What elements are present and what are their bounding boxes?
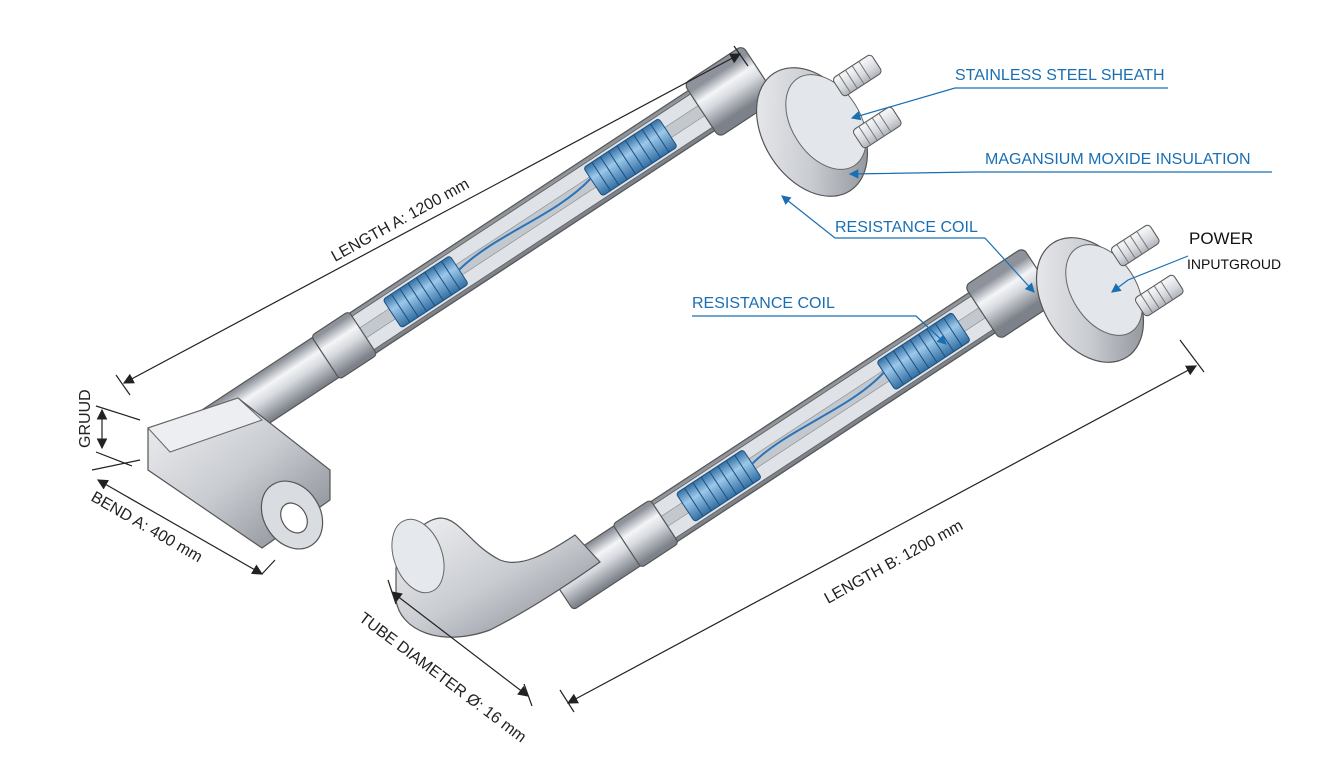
length-b-ext-right — [1179, 339, 1205, 373]
element-a-terminal-top — [833, 54, 882, 97]
length-a-ext-left — [115, 374, 131, 396]
element-a-tube — [187, 47, 776, 460]
label-power: POWER — [1189, 229, 1253, 248]
label-coil-lower: RESISTANCE COIL — [692, 295, 835, 312]
sheath-leader — [850, 87, 1168, 121]
tube-diameter-ext-right — [523, 683, 533, 707]
element-b-flange — [1035, 237, 1145, 363]
label-gruud: GRUUD — [77, 389, 94, 448]
element-b — [391, 224, 1184, 638]
coil-lower-leader — [692, 315, 947, 345]
callout-leaders — [692, 87, 1272, 345]
element-b-terminal-bottom — [1135, 274, 1184, 317]
element-b-terminal-top — [1111, 224, 1160, 267]
label-power-sub: INPUTGROUD — [1187, 256, 1281, 272]
gruud-ext-bottom — [95, 451, 133, 467]
gruud-ext-top — [95, 405, 141, 421]
element-a-bend — [147, 397, 331, 550]
coil-upper-leader-a — [781, 195, 985, 239]
insulation-leader — [848, 169, 1272, 179]
label-coil-upper: RESISTANCE COIL — [835, 219, 978, 236]
bend-a-ext-right — [261, 559, 276, 575]
tube-diameter-line — [391, 591, 529, 697]
length-b-line — [566, 365, 1198, 704]
length-a-line — [122, 53, 742, 384]
label-insulation: MAGANSIUM MOXIDE INSULATION — [985, 151, 1251, 168]
bend-a-line — [96, 479, 264, 575]
dimensions — [91, 45, 1205, 713]
label-bend-a: BEND A: 400 mm — [88, 489, 205, 566]
label-length-b: LENGTH B: 1200 mm — [822, 517, 966, 607]
label-sheath: STAINLESS STEEL SHEATH — [955, 67, 1165, 84]
element-a-terminal-bottom — [853, 106, 902, 149]
power-leader — [1111, 255, 1189, 293]
coil-upper-leader-b — [984, 237, 1035, 293]
element-a-flange — [755, 67, 869, 197]
bend-a-ext-left — [91, 459, 141, 471]
tube-diameter-ext-left — [387, 579, 397, 605]
